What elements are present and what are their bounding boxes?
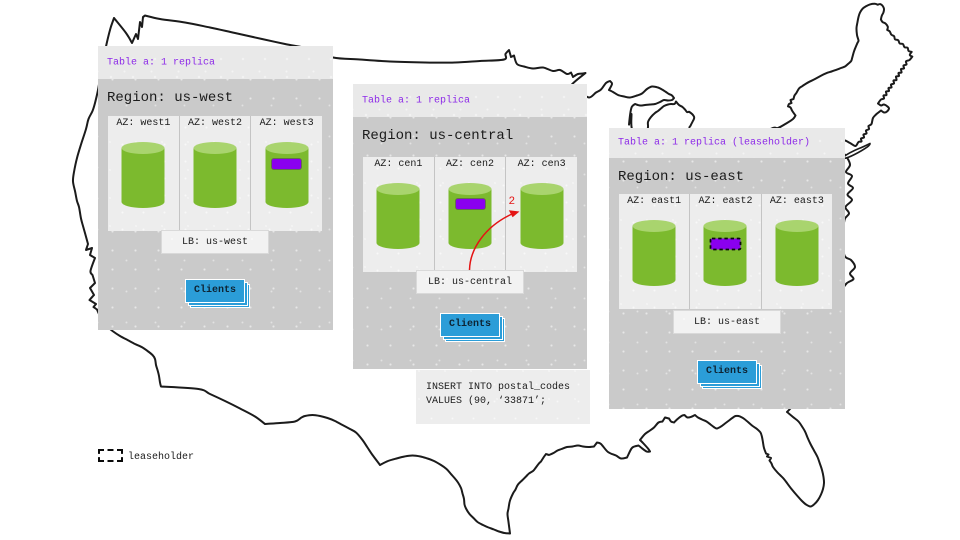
- svg-text:2: 2: [509, 196, 516, 208]
